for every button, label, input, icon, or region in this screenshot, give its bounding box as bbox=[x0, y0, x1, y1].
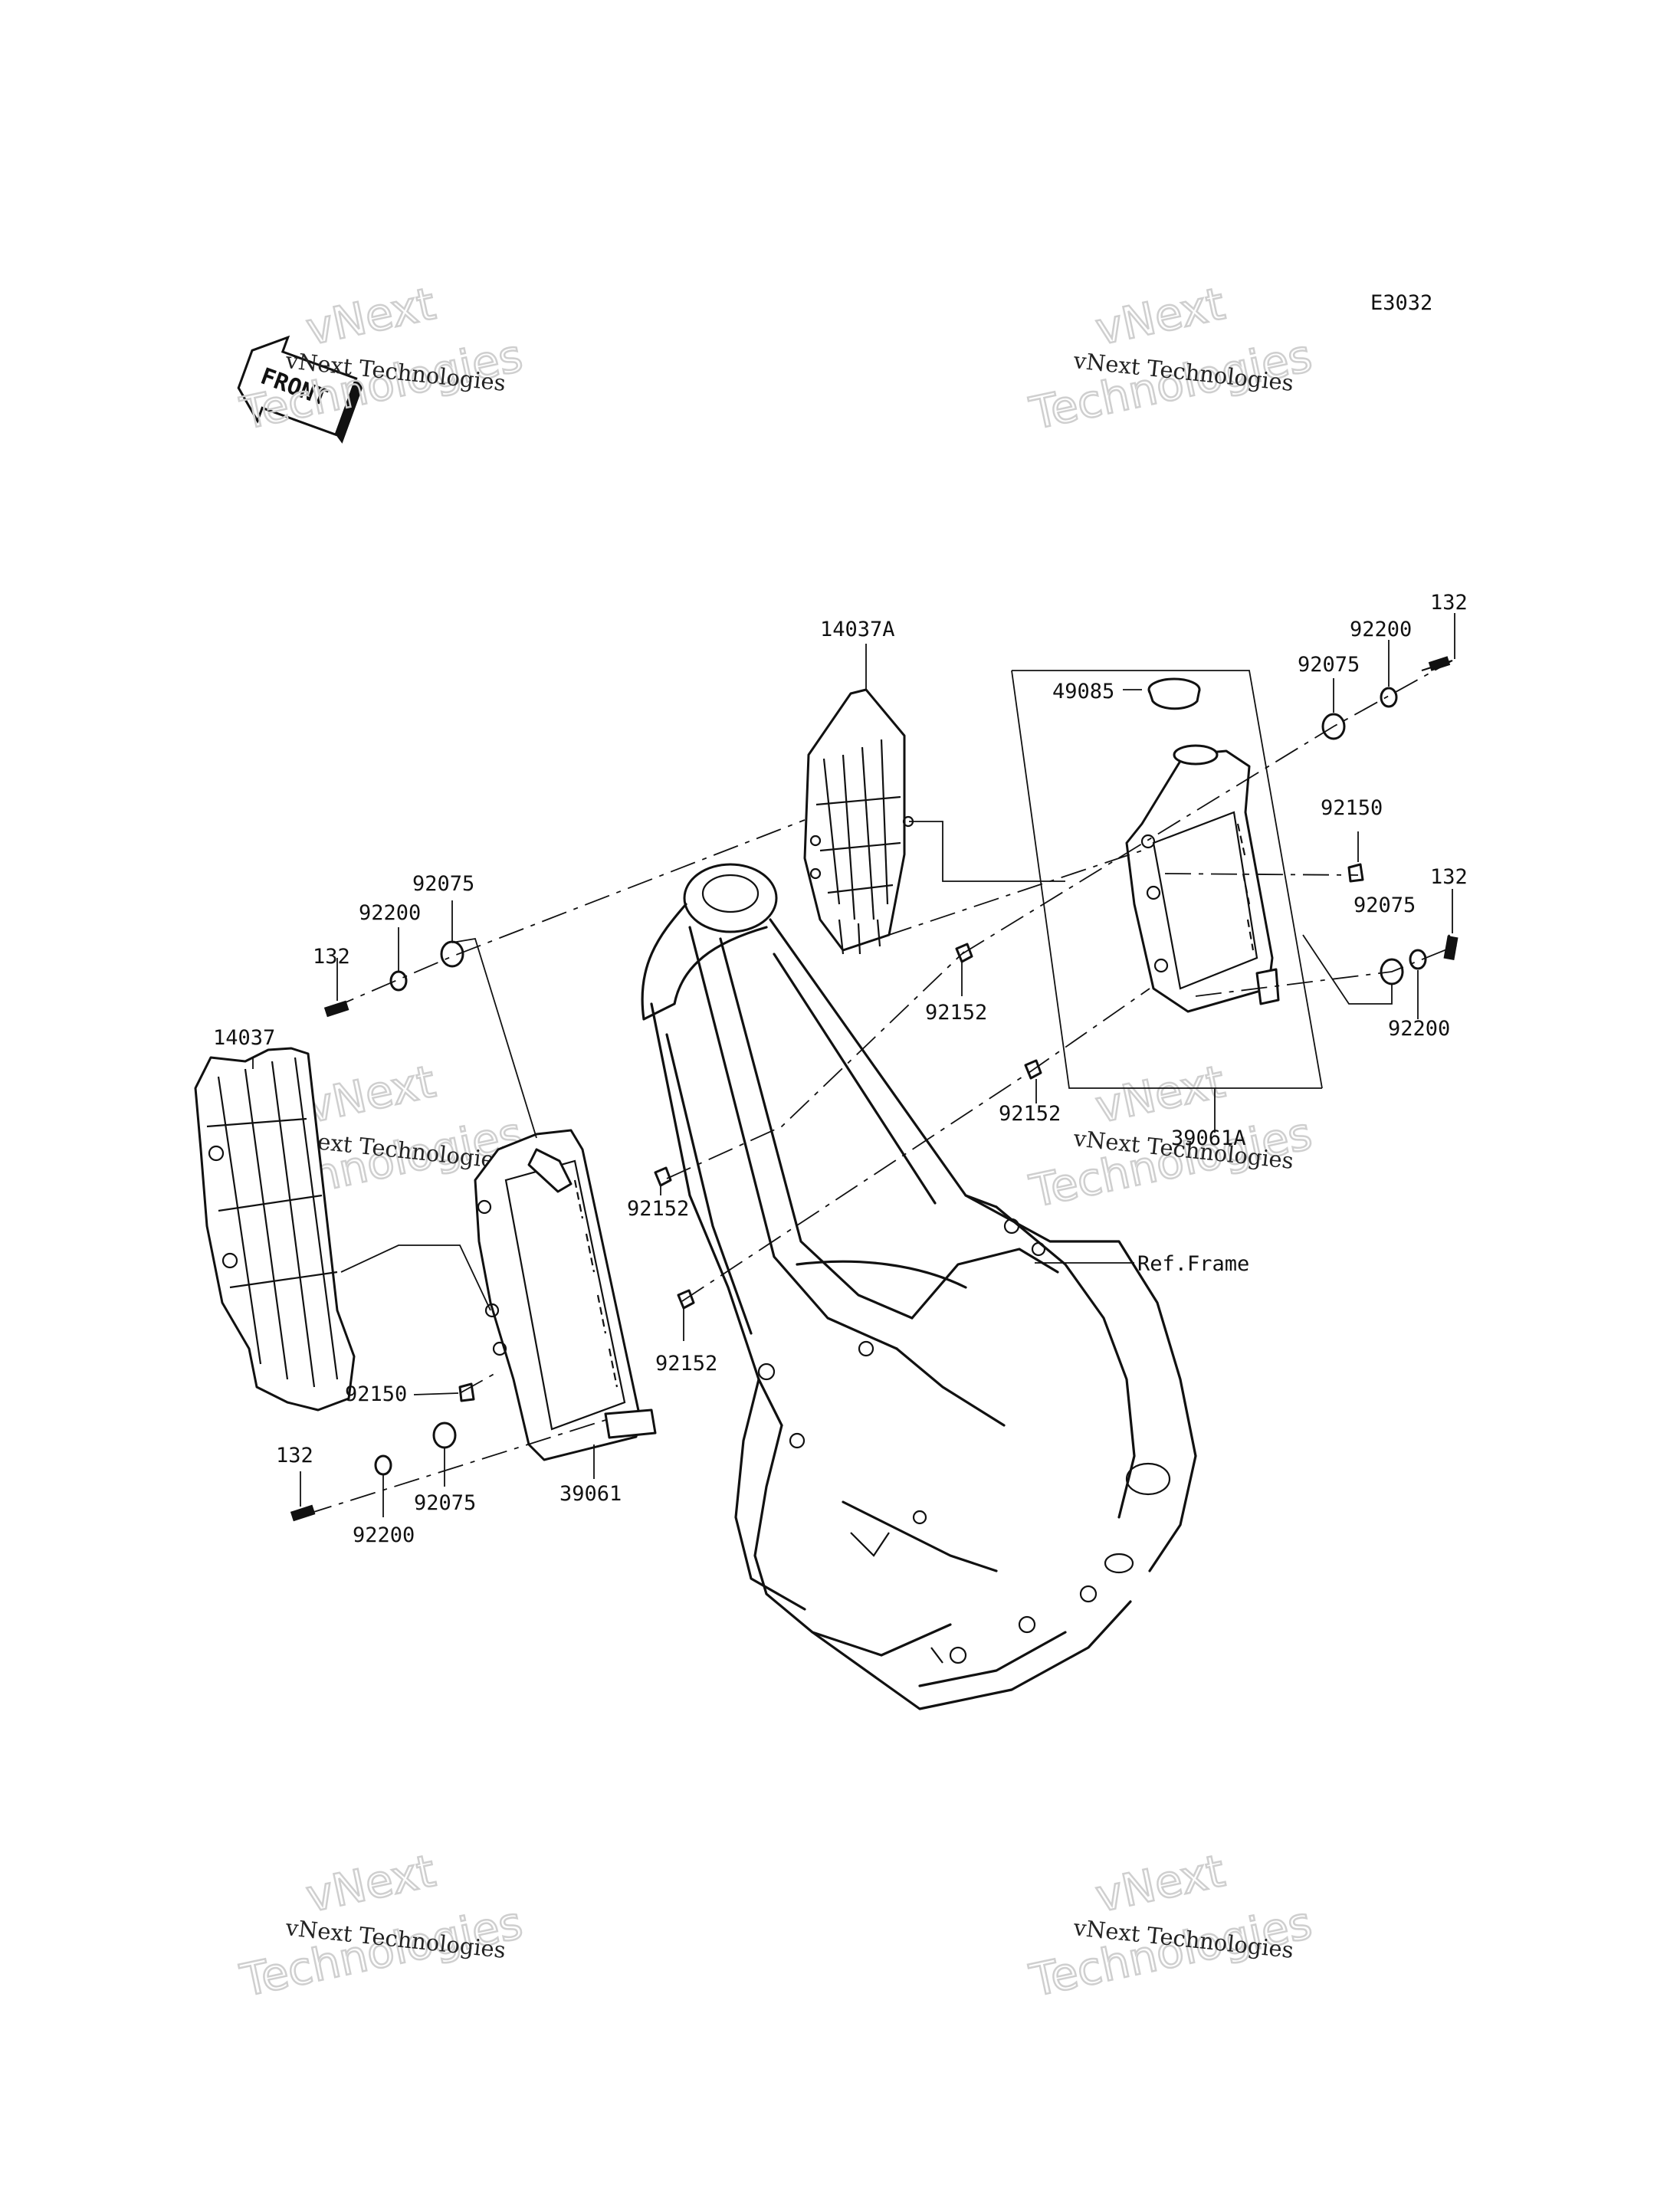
callout-92152[interactable]: 92152 bbox=[999, 1102, 1061, 1126]
callout-92152[interactable]: 92152 bbox=[627, 1197, 689, 1221]
callout-39061[interactable]: 39061 bbox=[559, 1482, 622, 1506]
ref-frame-label[interactable]: Ref.Frame bbox=[1137, 1252, 1249, 1276]
radiator-left bbox=[474, 1129, 657, 1461]
bolt-132-left-bottom-icon bbox=[290, 1504, 316, 1522]
bolt-132-right-top-icon bbox=[1421, 656, 1453, 672]
callout-132[interactable]: 132 bbox=[313, 945, 350, 969]
washer-92200-right-mid-icon bbox=[1409, 949, 1427, 970]
grommet-92075-left-bottom-icon bbox=[432, 1421, 457, 1449]
callout-132[interactable]: 132 bbox=[1430, 591, 1468, 615]
callout-92200[interactable]: 92200 bbox=[353, 1523, 415, 1547]
callout-49085[interactable]: 49085 bbox=[1052, 680, 1114, 703]
watermark-vnext-text: vNext bbox=[302, 1844, 440, 1923]
watermark-vnext-text: vNext bbox=[1091, 1844, 1229, 1923]
watermark-vnext-text: vNext bbox=[1091, 277, 1229, 356]
watermark-vnext-text: vNext bbox=[302, 1055, 440, 1133]
callout-92075[interactable]: 92075 bbox=[412, 872, 474, 896]
washer-92200-right-top-icon bbox=[1380, 687, 1398, 708]
callout-39061A[interactable]: 39061A bbox=[1171, 1126, 1246, 1150]
callout-92200[interactable]: 92200 bbox=[359, 901, 421, 925]
part-callouts: 14037A 49085 92075 92200 132 92150 132 9… bbox=[213, 591, 1468, 1547]
radiator-shroud-right bbox=[803, 688, 914, 955]
callout-92152[interactable]: 92152 bbox=[655, 1352, 717, 1376]
callout-92152[interactable]: 92152 bbox=[925, 1001, 987, 1025]
diagram-code: E3032 bbox=[1370, 291, 1432, 315]
callout-92200[interactable]: 92200 bbox=[1388, 1017, 1450, 1041]
watermark-vnext-text: vNext bbox=[1091, 1055, 1229, 1133]
watermark-top-right: vNext Technologies vNext Technologies bbox=[1025, 277, 1317, 441]
watermark-bottom-right: vNext Technologies vNext Technologies bbox=[1025, 1844, 1317, 2008]
watermark-vnext-text: vNext bbox=[302, 277, 440, 356]
radiator-right bbox=[1125, 744, 1280, 1013]
callout-132[interactable]: 132 bbox=[1430, 865, 1468, 889]
callout-92075[interactable]: 92075 bbox=[1354, 894, 1416, 917]
callout-14037A[interactable]: 14037A bbox=[820, 618, 895, 641]
bolt-132-left-top-icon bbox=[323, 1000, 349, 1018]
front-arrow-icon: FRONT bbox=[237, 335, 363, 444]
motorcycle-frame bbox=[641, 863, 1197, 1710]
callout-92075[interactable]: 92075 bbox=[1298, 653, 1360, 677]
nut-92150-right-icon bbox=[1347, 863, 1364, 883]
callout-14037[interactable]: 14037 bbox=[213, 1026, 275, 1050]
radiator-shroud-left bbox=[194, 1047, 356, 1412]
nut-92150-left-icon bbox=[458, 1382, 475, 1402]
washer-92200-left-bottom-icon bbox=[374, 1454, 392, 1476]
grommet-92075-left-top-icon bbox=[440, 940, 464, 968]
collar-92152-c-icon bbox=[654, 1166, 672, 1187]
callout-92075[interactable]: 92075 bbox=[414, 1491, 476, 1515]
callout-92200[interactable]: 92200 bbox=[1350, 618, 1412, 641]
callout-92150[interactable]: 92150 bbox=[1321, 796, 1383, 820]
bolt-132-right-mid-icon bbox=[1443, 934, 1459, 960]
watermark-bottom-left: vNext Technologies vNext Technologies bbox=[235, 1844, 528, 2008]
callout-92150[interactable]: 92150 bbox=[345, 1382, 407, 1406]
leader-lines bbox=[252, 613, 1455, 1517]
radiator-cap bbox=[1147, 677, 1201, 710]
callout-132[interactable]: 132 bbox=[276, 1444, 313, 1467]
washer-92200-left-top-icon bbox=[389, 970, 408, 992]
